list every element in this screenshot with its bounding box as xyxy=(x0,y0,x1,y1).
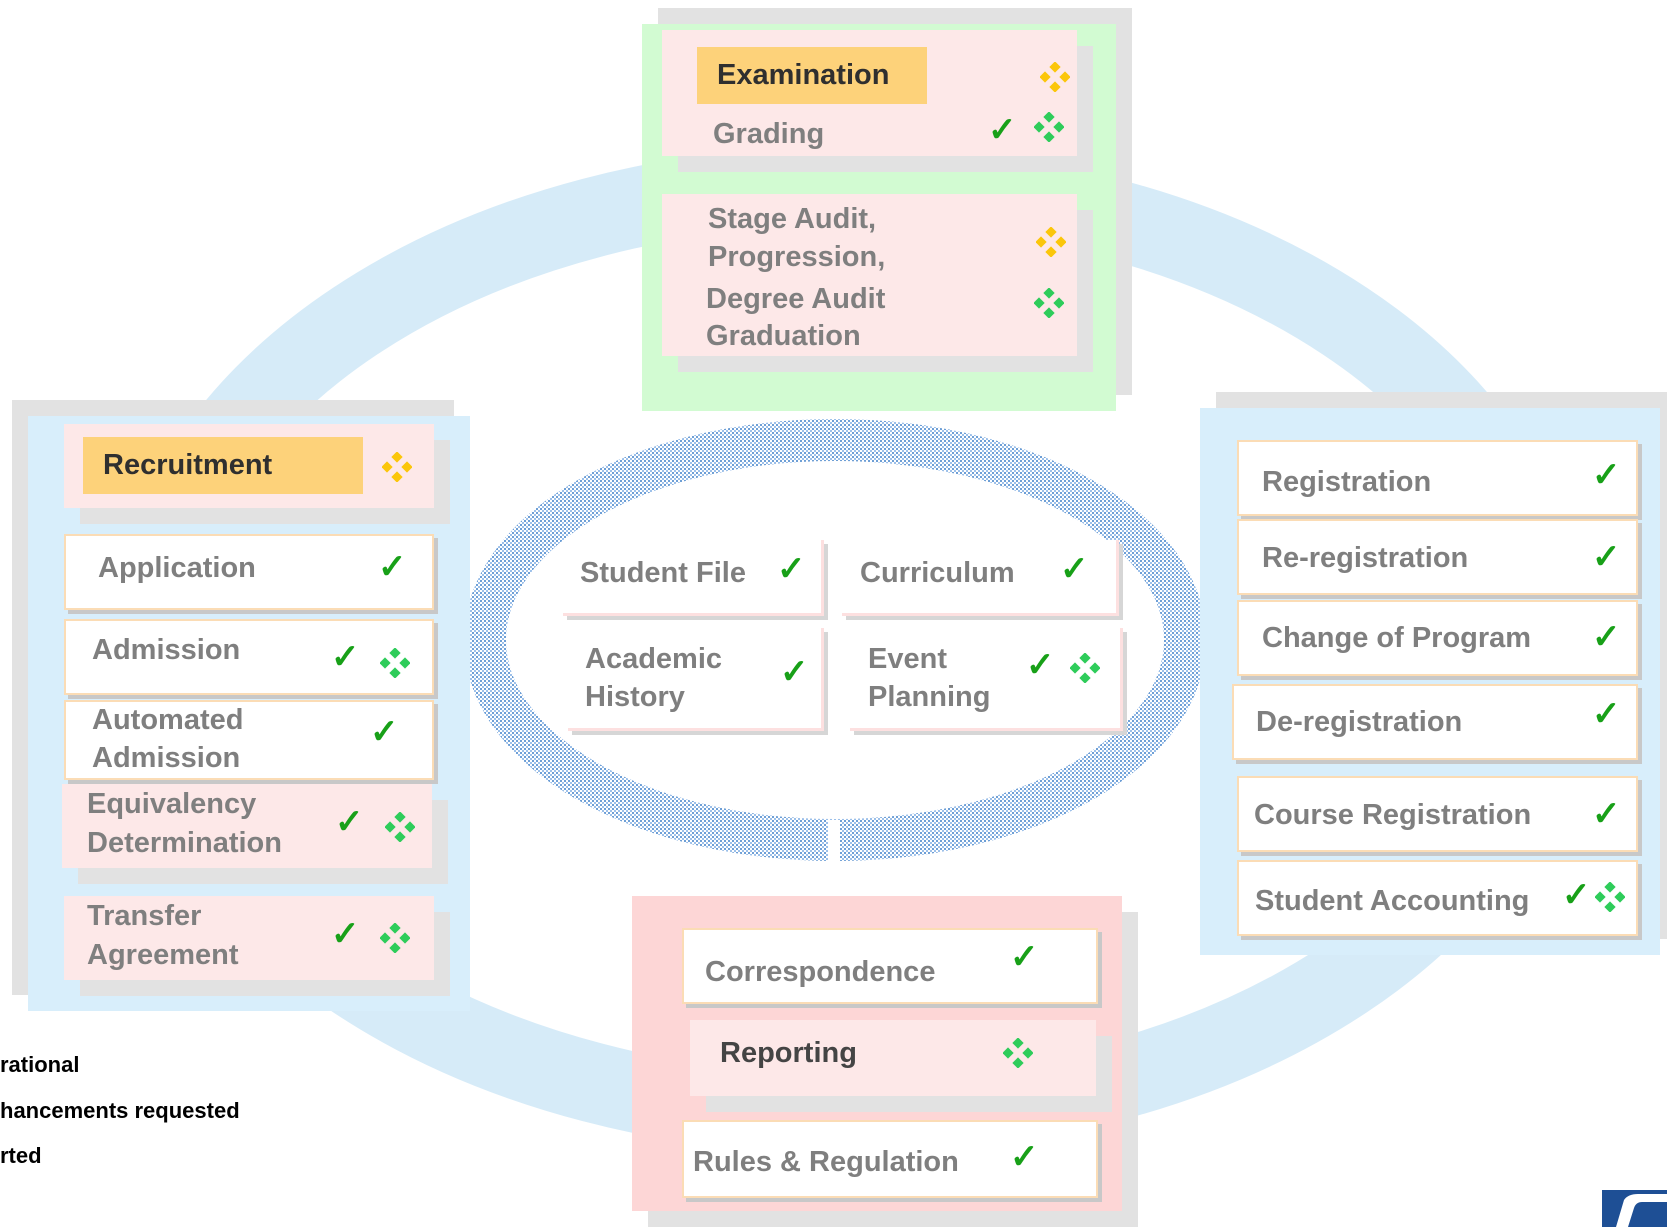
admission-label: Admission xyxy=(92,634,241,666)
audit-label-line-1: Stage Audit, xyxy=(708,203,877,235)
course-registration-card xyxy=(1237,776,1638,852)
check-mark-icon: ✓ xyxy=(1060,550,1089,588)
reporting-label: Reporting xyxy=(720,1037,857,1069)
check-mark-icon: ✓ xyxy=(1562,876,1591,914)
check-mark-icon: ✓ xyxy=(1010,938,1039,976)
academic-history-line-2: History xyxy=(585,681,685,713)
student-file-card xyxy=(563,540,824,616)
re-registration-label: Re-registration xyxy=(1262,542,1469,574)
check-mark-icon: ✓ xyxy=(1592,456,1621,494)
change-of-program-label: Change of Program xyxy=(1262,622,1532,654)
check-mark-icon: ✓ xyxy=(331,915,360,953)
check-mark-icon: ✓ xyxy=(780,653,809,691)
curriculum-label: Curriculum xyxy=(860,557,1015,589)
automated-admission-line-1: Automated xyxy=(92,704,244,736)
academic-history-card xyxy=(568,628,824,731)
admission-card xyxy=(64,619,434,695)
transfer-card xyxy=(64,896,434,980)
automated-admission-line-2: Admission xyxy=(92,742,241,774)
equivalency-line-2: Determination xyxy=(87,827,282,859)
check-mark-icon: ✓ xyxy=(1592,795,1621,833)
grading-label: Grading xyxy=(713,118,825,150)
course-registration-label: Course Registration xyxy=(1254,799,1532,831)
transfer-line-2: Agreement xyxy=(87,939,239,971)
rules-label: Rules & Regulation xyxy=(693,1146,959,1178)
green-diamond-cluster-icon xyxy=(385,812,415,842)
examination-title: Examination xyxy=(697,47,927,104)
student-file-label: Student File xyxy=(580,557,746,589)
de-registration-label: De-registration xyxy=(1256,706,1463,738)
audit-label-line-2: Progression, xyxy=(708,241,886,273)
green-diamond-cluster-icon xyxy=(1034,288,1064,318)
yellow-diamond-cluster-icon xyxy=(382,452,412,482)
academic-history-line-1: Academic xyxy=(585,643,723,675)
audit-label-line-3: Degree Audit xyxy=(706,283,886,315)
application-label: Application xyxy=(98,552,256,584)
check-mark-icon: ✓ xyxy=(777,550,806,588)
check-mark-icon: ✓ xyxy=(1592,695,1621,733)
check-mark-icon: ✓ xyxy=(370,713,399,751)
green-diamond-cluster-icon xyxy=(380,923,410,953)
green-diamond-cluster-icon xyxy=(1034,112,1064,142)
change-of-program-card xyxy=(1237,600,1638,676)
student-accounting-label: Student Accounting xyxy=(1255,885,1530,917)
check-mark-icon: ✓ xyxy=(1026,646,1055,684)
legend-line-2: hancements requested xyxy=(0,1098,240,1123)
recruitment-title: Recruitment xyxy=(83,437,363,494)
yellow-diamond-cluster-icon xyxy=(1040,62,1070,92)
rules-card xyxy=(682,1120,1098,1198)
automated-admission-card xyxy=(64,700,434,780)
audit-label-line-4: Graduation xyxy=(706,320,861,352)
event-planning-line-1: Event xyxy=(868,643,947,675)
yellow-diamond-cluster-icon xyxy=(1036,227,1066,257)
event-planning-line-2: Planning xyxy=(868,681,991,713)
curriculum-card xyxy=(842,540,1119,616)
re-registration-card xyxy=(1237,519,1638,595)
audit-card xyxy=(662,194,1077,356)
green-diamond-cluster-icon xyxy=(1595,882,1625,912)
green-diamond-cluster-icon xyxy=(1003,1038,1033,1068)
equivalency-card xyxy=(62,784,432,868)
registration-card xyxy=(1237,440,1638,516)
green-diamond-cluster-icon xyxy=(1070,653,1100,683)
transfer-line-1: Transfer xyxy=(87,900,202,932)
legend-line-1: rational xyxy=(0,1052,80,1077)
event-planning-card xyxy=(850,628,1123,731)
check-mark-icon: ✓ xyxy=(1010,1138,1039,1176)
green-diamond-cluster-icon xyxy=(380,648,410,678)
check-mark-icon: ✓ xyxy=(331,638,360,676)
application-card xyxy=(64,534,434,610)
equivalency-line-1: Equivalency xyxy=(87,788,257,820)
check-mark-icon: ✓ xyxy=(988,111,1017,149)
check-mark-icon: ✓ xyxy=(378,548,407,586)
de-registration-card xyxy=(1232,684,1638,760)
student-accounting-card xyxy=(1237,860,1638,936)
legend-line-3: rted xyxy=(0,1143,42,1168)
check-mark-icon: ✓ xyxy=(1592,618,1621,656)
logo-icon xyxy=(1602,1190,1667,1227)
correspondence-label: Correspondence xyxy=(705,956,936,988)
correspondence-card xyxy=(682,928,1098,1004)
registration-label: Registration xyxy=(1262,466,1432,498)
inner-ring-gap xyxy=(828,820,840,870)
check-mark-icon: ✓ xyxy=(1592,538,1621,576)
check-mark-icon: ✓ xyxy=(335,803,364,841)
